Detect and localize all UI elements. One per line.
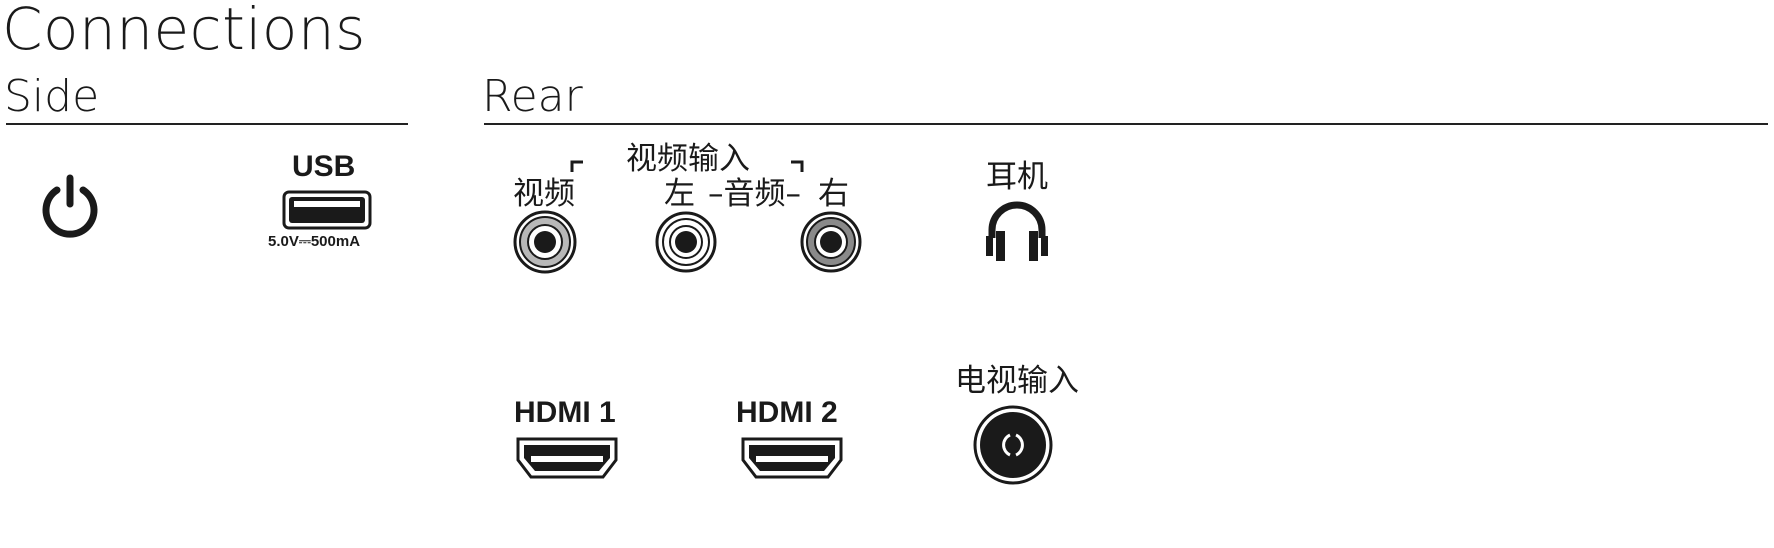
hdmi2-label: HDMI 2: [736, 396, 838, 429]
audio-left-label: 左: [664, 176, 695, 212]
usb-port-icon: [282, 190, 372, 230]
video-label: 视频: [513, 176, 575, 212]
rca-audio-left-jack-icon: [655, 211, 717, 273]
audio-right-label: 右: [818, 176, 849, 212]
hdmi2-port-icon: [741, 437, 843, 479]
usb-label: USB: [292, 150, 356, 183]
antenna-coax-icon: [973, 405, 1053, 485]
page-title: Connections: [2, 0, 366, 63]
antenna-label: 电视输入: [955, 363, 1079, 399]
side-section-heading: Side: [4, 71, 100, 122]
audio-label: –音频–: [708, 176, 801, 212]
av-group-bracket-right: [791, 160, 804, 172]
headphone-label: 耳机: [986, 159, 1048, 195]
av-group-bracket-left: [570, 160, 583, 172]
av-input-group-label: 视频输入: [626, 141, 750, 177]
usb-rating: 5.0V⎓500mA: [268, 233, 361, 250]
hdmi1-port-icon: [516, 437, 618, 479]
headphone-icon: [986, 201, 1048, 261]
hdmi1-label: HDMI 1: [514, 396, 616, 429]
side-section-rule: [6, 123, 408, 125]
rear-section-rule: [484, 123, 1768, 125]
rca-audio-right-jack-icon: [800, 211, 862, 273]
power-icon: [42, 174, 98, 238]
rca-video-jack-icon: [513, 210, 577, 274]
rear-section-heading: Rear: [482, 71, 583, 122]
